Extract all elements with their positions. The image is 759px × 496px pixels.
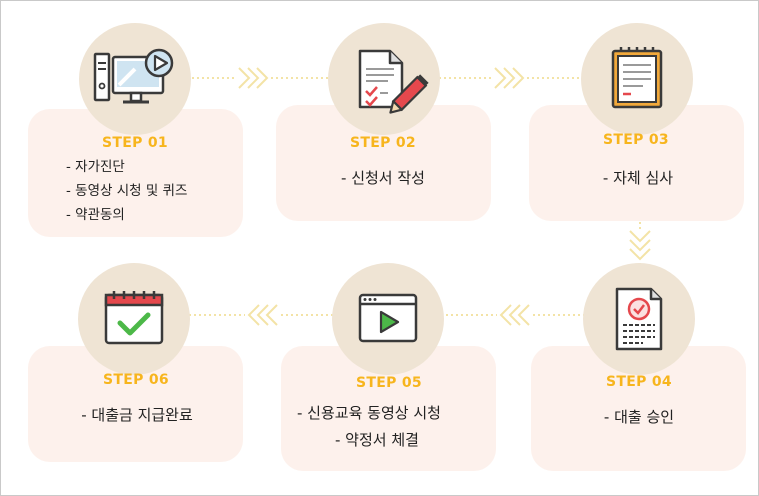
step-05-item-2: - 약정서 체결 — [335, 431, 419, 449]
step-label-06: STEP 06 — [103, 372, 169, 388]
step-circle-05 — [332, 263, 444, 375]
step-desc-03: - 자체 심사 — [602, 169, 674, 187]
connector-arrow-1-2 — [187, 67, 337, 89]
connector-arrow-5-6 — [189, 304, 339, 326]
step-01-item-1: - 자가진단 — [66, 159, 125, 175]
calendar-check-icon — [104, 291, 164, 345]
step-01-item-2: - 동영상 시청 및 퀴즈 — [66, 183, 188, 199]
document-pen-icon — [358, 49, 429, 114]
step-circle-02 — [328, 23, 440, 135]
step-circle-01 — [79, 23, 191, 135]
step-desc-06: - 대출금 지급완료 — [81, 406, 193, 424]
step-label-01: STEP 01 — [102, 135, 168, 151]
step-circle-04 — [583, 263, 695, 375]
step-05-item-1: - 신용교육 동영상 시청 — [297, 404, 441, 422]
step-label-05: STEP 05 — [356, 375, 422, 391]
step-circle-03 — [581, 23, 693, 135]
step-01-item-3: - 약관동의 — [66, 207, 125, 223]
step-label-03: STEP 03 — [603, 132, 669, 148]
step-desc-04: - 대출 승인 — [603, 408, 675, 426]
computer-play-icon — [93, 48, 174, 104]
step-desc-02: - 신청서 작성 — [341, 169, 425, 187]
notepad-icon — [611, 47, 663, 109]
step-label-02: STEP 02 — [350, 135, 416, 151]
connector-arrow-4-5 — [441, 304, 591, 326]
step-circle-06 — [78, 263, 190, 375]
approved-document-icon — [615, 287, 663, 351]
connector-arrow-2-3 — [439, 67, 589, 89]
step-desc-05: - 신용교육 동영상 시청 - 약정서 체결 — [297, 400, 441, 454]
step-label-04: STEP 04 — [606, 374, 672, 390]
video-player-icon — [358, 293, 418, 343]
step-desc-01: - 자가진단 - 동영상 시청 및 퀴즈 - 약관동의 — [66, 155, 187, 227]
